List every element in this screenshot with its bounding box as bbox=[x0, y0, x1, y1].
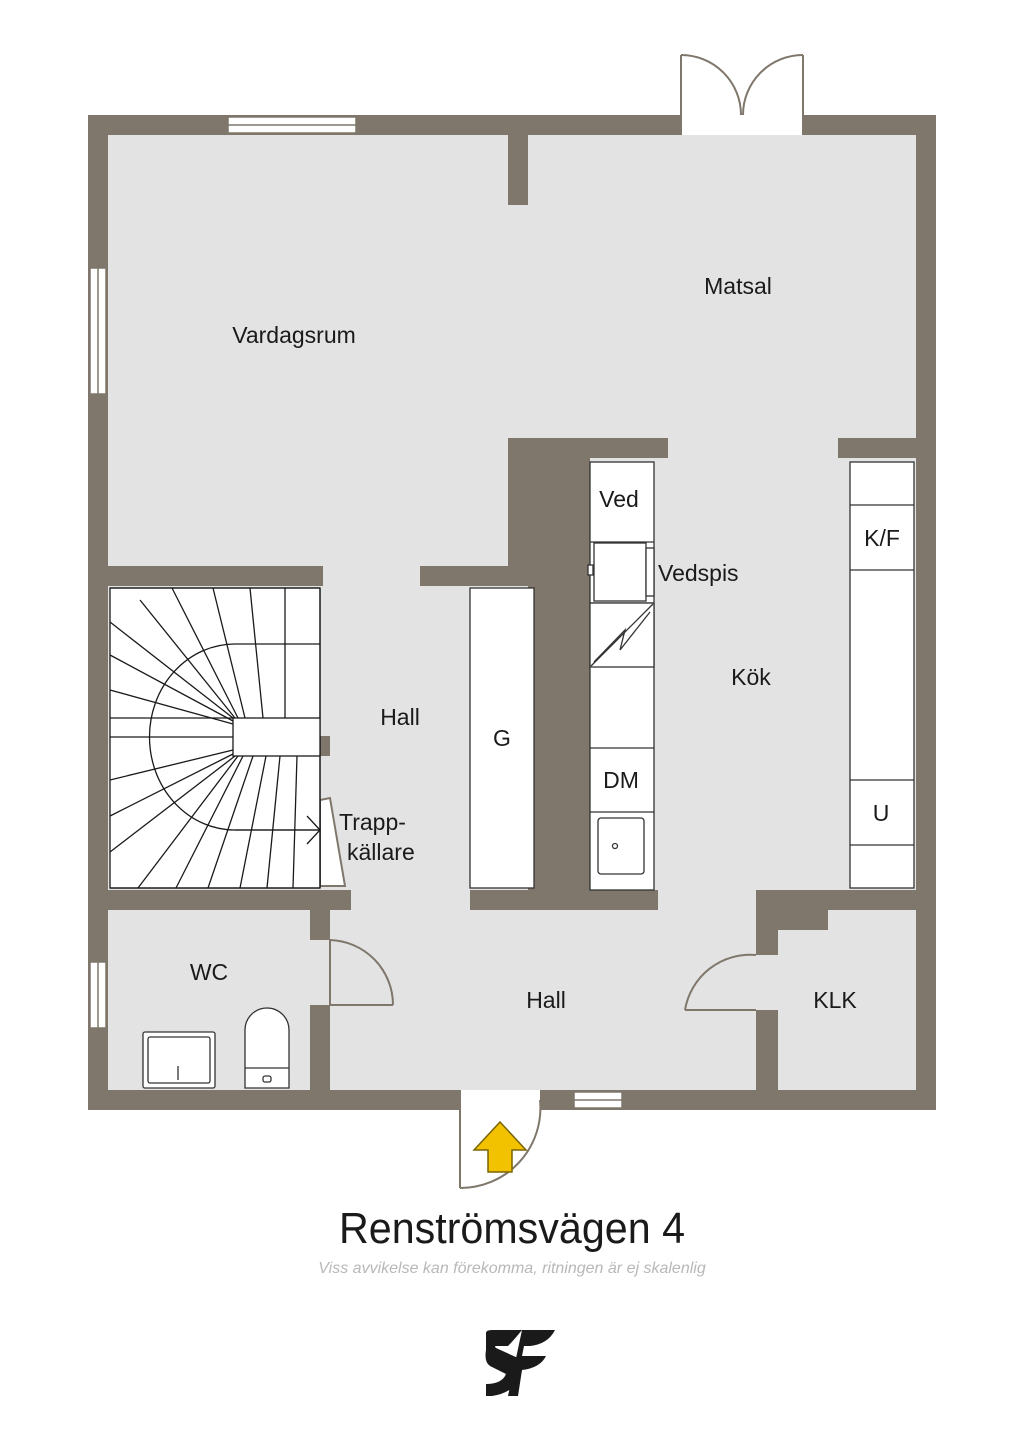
fixture-label-dm: DM bbox=[603, 767, 639, 793]
room-label-wc: WC bbox=[190, 959, 228, 985]
wood-stove-icon bbox=[593, 542, 647, 602]
kitchen-fixtures bbox=[469, 461, 915, 891]
counter-right bbox=[849, 461, 915, 889]
fixture-label-vedspis: Vedspis bbox=[658, 560, 739, 586]
sink-icon bbox=[597, 817, 645, 875]
fixture-label-u: U bbox=[873, 800, 890, 826]
staircase bbox=[109, 587, 321, 889]
island-g bbox=[469, 587, 535, 889]
wc-fixtures bbox=[142, 1007, 290, 1089]
fixture-label-g: G bbox=[493, 725, 511, 751]
balcony-double-door bbox=[680, 54, 804, 135]
entrance-door bbox=[459, 1090, 542, 1190]
room-label-hall-upper: Hall bbox=[380, 704, 420, 730]
room-label-vardagsrum: Vardagsrum bbox=[232, 322, 356, 348]
agency-logo-icon bbox=[485, 1330, 555, 1396]
entrance-arrow-icon bbox=[472, 1120, 528, 1173]
washbasin-icon bbox=[142, 1031, 216, 1089]
fixture-label-kf: K/F bbox=[864, 525, 900, 551]
disclaimer-text: Viss avvikelse kan förekomma, ritningen … bbox=[318, 1260, 706, 1277]
address-title: Renströmsvägen 4 bbox=[339, 1204, 685, 1253]
room-label-klk: KLK bbox=[813, 987, 857, 1013]
room-label-trappkallare-line1: Trapp- bbox=[339, 809, 406, 835]
fixture-label-ved: Ved bbox=[599, 486, 639, 512]
windows bbox=[89, 116, 623, 1109]
klk-door bbox=[684, 953, 757, 1011]
room-label-hall-lower: Hall bbox=[526, 987, 566, 1013]
room-label-matsal: Matsal bbox=[704, 273, 772, 299]
wc-door bbox=[328, 939, 394, 1006]
interior-doors bbox=[319, 796, 757, 1011]
room-label-kok: Kök bbox=[731, 664, 771, 690]
interior-walls bbox=[108, 135, 916, 1090]
room-label-trappkallare-line2: källare bbox=[347, 839, 415, 865]
